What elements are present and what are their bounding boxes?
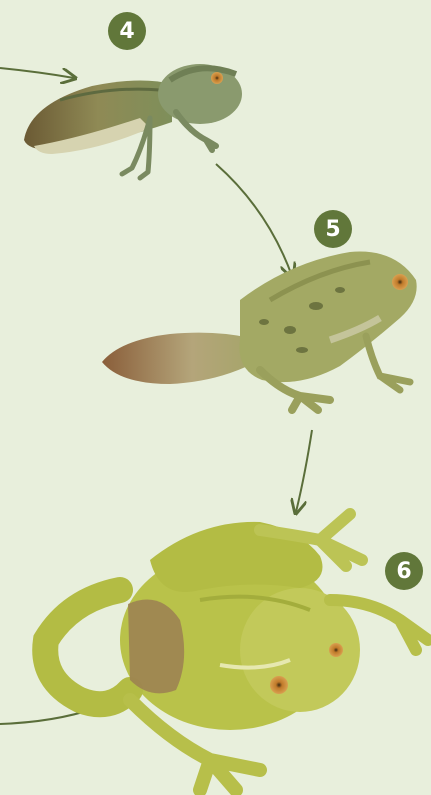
stage-4-badge: 4 xyxy=(108,12,146,50)
stage-6-badge: 6 xyxy=(385,552,423,590)
arrow-stage-5-to-6 xyxy=(296,430,312,512)
froglet-illustration xyxy=(102,252,417,410)
tadpole-illustration xyxy=(24,64,242,178)
adult-frog-illustration xyxy=(45,514,428,790)
arrow-into-stage-4 xyxy=(0,68,74,78)
arrow-stage-4-to-5 xyxy=(216,164,292,276)
stage-5-badge: 5 xyxy=(314,210,352,248)
